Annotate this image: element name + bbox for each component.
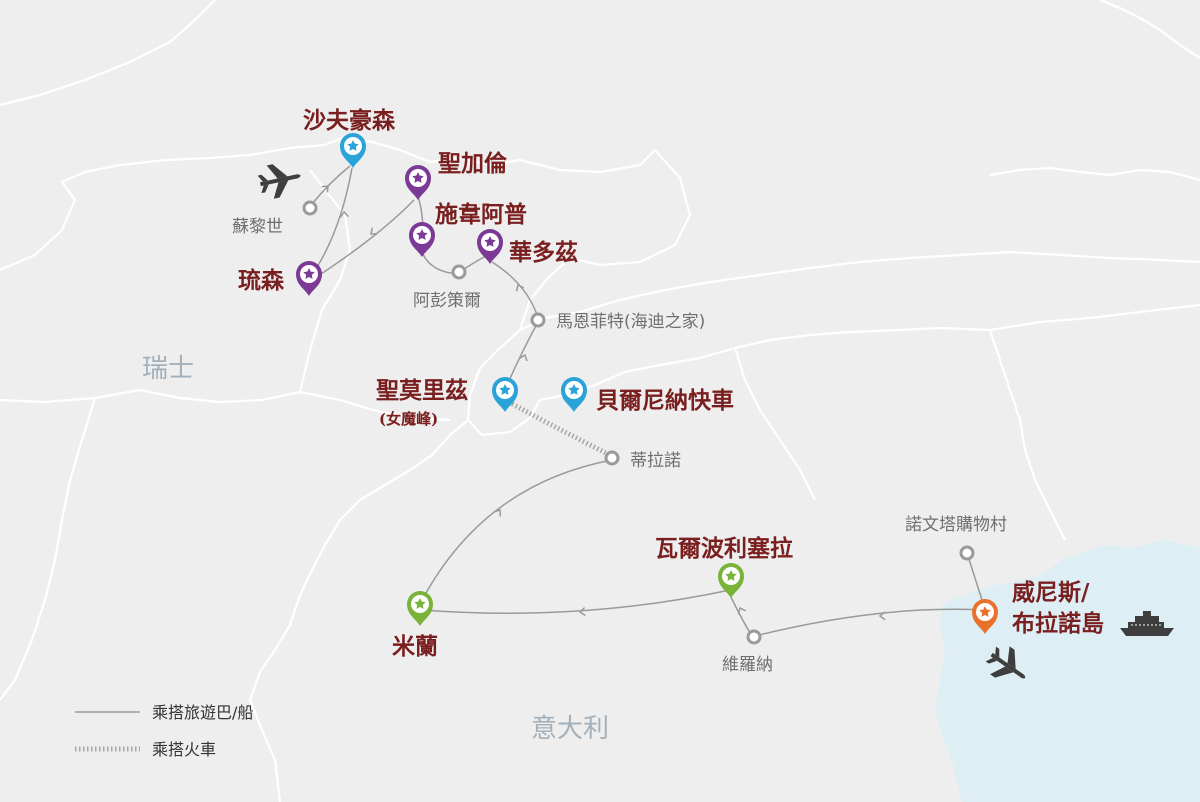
route-vaduz-maienfeld — [491, 261, 539, 319]
label-venice-line1: 威尼斯/ — [1012, 579, 1090, 606]
label-venice-line2: 布拉諾島 — [1012, 610, 1104, 637]
waypoint-appenzell — [451, 264, 467, 280]
label-valpolicella: 瓦爾波利塞拉 — [655, 535, 793, 562]
label-st-moritz: 聖莫里茲 — [376, 377, 468, 404]
country-label-switzerland: 瑞士 — [142, 354, 194, 384]
label-maienfeld: 馬恩菲特(海迪之家) — [556, 312, 705, 332]
label-noventa: 諾文塔購物村 — [905, 515, 1007, 535]
label-milan: 米蘭 — [392, 633, 438, 660]
waypoint-verona — [746, 629, 762, 645]
country-label-italy: 意大利 — [531, 714, 609, 744]
legend-train-label: 乘搭火車 — [152, 740, 216, 759]
waypoint-noventa — [959, 545, 975, 561]
label-bernina-express: 貝爾尼納快車 — [596, 387, 734, 414]
adriatic-sea — [935, 540, 1200, 802]
label-vaduz: 華多茲 — [509, 239, 578, 266]
route-zurich-schaffhausen — [311, 165, 351, 205]
label-st-moritz-sub: (女魔峰) — [379, 410, 438, 428]
route-venice-verona — [754, 608, 983, 637]
label-schwyz-appenzell: 施韋阿普 — [435, 201, 527, 228]
legend: 乘搭旅遊巴/船 乘搭火車 — [75, 703, 253, 759]
label-schaffhausen: 沙夫豪森 — [303, 107, 396, 134]
airplane-icon — [985, 646, 1026, 679]
route-tirano-milan — [417, 459, 613, 609]
label-lucerne: 琉森 — [238, 267, 285, 294]
label-st-gallen: 聖加倫 — [438, 150, 508, 177]
legend-bus-label: 乘搭旅遊巴/船 — [152, 703, 253, 722]
waypoint-maienfeld — [530, 312, 546, 328]
train-route-stmoritz-tirano — [503, 397, 612, 458]
label-zurich: 蘇黎世 — [232, 217, 283, 237]
route-arrows — [321, 185, 886, 621]
route-noventa-venice — [966, 552, 983, 601]
label-tirano: 蒂拉諾 — [630, 451, 681, 471]
waypoint-zurich — [302, 200, 318, 216]
route-lucerne-stgallen — [317, 199, 415, 277]
cruise-ship-icon — [1120, 611, 1174, 636]
waypoint-tirano — [604, 450, 620, 466]
label-appenzell: 阿彭策爾 — [413, 291, 481, 311]
airplane-icon — [257, 164, 301, 199]
label-verona: 維羅納 — [722, 655, 773, 675]
route-valpolicella-milan — [421, 589, 731, 615]
